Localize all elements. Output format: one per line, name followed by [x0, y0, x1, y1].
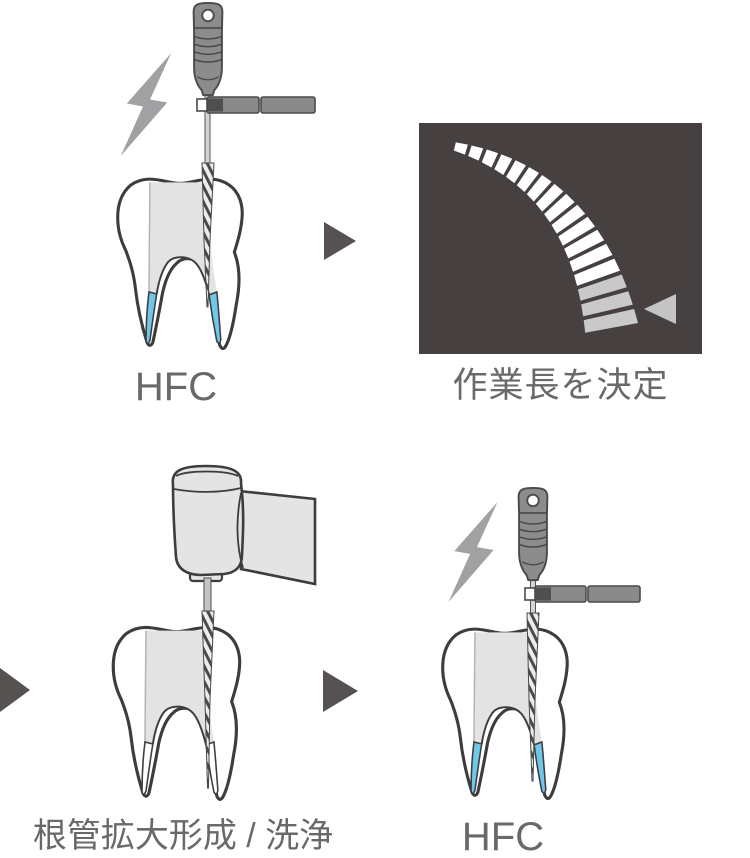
- depth-bar-segment: [551, 204, 586, 234]
- depth-bar-segment: [481, 149, 499, 168]
- panel-hfc-bottom: [441, 487, 641, 801]
- step-label-hfc-bottom: HFC: [461, 815, 545, 858]
- depth-bar-segment: [574, 258, 621, 286]
- panel-hfc-top: [116, 2, 316, 351]
- tooth-with-irrigant: [116, 177, 244, 351]
- step-label-hfc-top: HFC: [134, 365, 218, 409]
- depth-bar-segment: [468, 145, 484, 161]
- depth-bar-segment: [581, 291, 633, 317]
- depth-bar-segment: [506, 160, 526, 184]
- depth-bar-segment: [569, 243, 613, 272]
- handpiece-head: [171, 464, 245, 577]
- apex-locator-cable-segment: [587, 585, 641, 603]
- file-in-canal: [526, 612, 540, 782]
- panel-canal-shaping: [0, 464, 317, 801]
- handpiece-cap-top-line: [175, 470, 239, 477]
- file-handle: [517, 487, 549, 582]
- lightning-icon: [448, 502, 498, 602]
- lightning-icon: [120, 53, 172, 156]
- tooth-empty-canals: [111, 625, 242, 801]
- display-marker-icon: [644, 294, 676, 324]
- handpiece-seam-line: [236, 492, 244, 569]
- step-label-canal-shaping: 根管拡大形成 / 洗浄: [32, 817, 334, 855]
- handpiece-arm: [237, 489, 317, 586]
- file-clip: [524, 587, 536, 601]
- depth-bar-segment: [558, 216, 596, 246]
- apex-locator-cable-segment: [260, 96, 316, 114]
- handpiece: [171, 464, 317, 586]
- depth-bar-segment: [583, 308, 639, 333]
- step-label-working-length: 作業長を決定: [452, 366, 669, 405]
- tooth-with-irrigant: [441, 627, 569, 801]
- depth-bar-segment: [516, 167, 540, 192]
- cable-connector-dark: [207, 98, 223, 112]
- panel-working-length: [419, 123, 702, 354]
- depth-bar-segment: [526, 174, 552, 202]
- handpiece-cap-line: [173, 487, 242, 493]
- file-shaft: [203, 577, 212, 615]
- arrow-right-icon: [323, 670, 358, 712]
- file-clip: [196, 98, 208, 112]
- file-handle: [192, 2, 224, 97]
- arrow-right-icon: [324, 222, 356, 260]
- depth-bar-segment: [453, 142, 468, 155]
- depth-bar-segment: [577, 274, 627, 301]
- arrow-right-icon: [0, 668, 30, 712]
- cable-connector-dark: [535, 587, 551, 601]
- file-in-canal: [201, 162, 215, 308]
- depth-bar-segment: [535, 183, 564, 212]
- depth-bar-segment: [544, 193, 575, 223]
- canal-depth-bar-graph: [453, 142, 639, 333]
- depth-bar-segment: [564, 229, 605, 259]
- rotary-file-in-canal: [201, 610, 215, 789]
- depth-bar-segment: [494, 154, 513, 175]
